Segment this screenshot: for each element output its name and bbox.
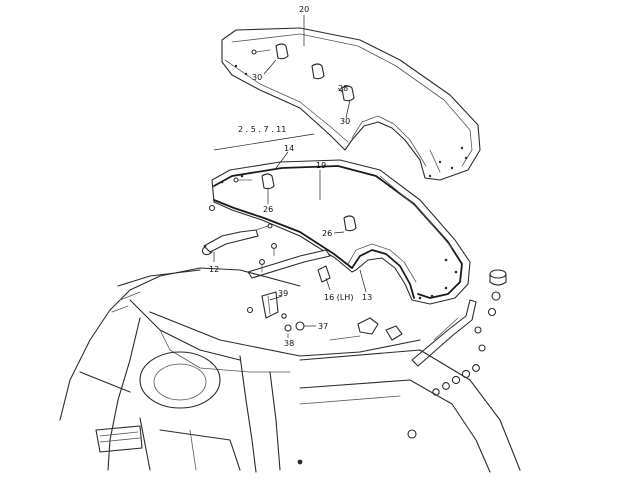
fastener-hardware	[246, 291, 480, 396]
callout-20: 20	[299, 5, 309, 14]
callout-30-top: 30	[252, 73, 262, 82]
callout-2-5-7-11: 2 . 5 . 7 . 11	[238, 125, 286, 134]
callout-leader-lines	[213, 15, 367, 338]
hinge-rail	[247, 243, 331, 279]
hood-cover-part-20	[221, 27, 481, 181]
callout-labels: 20 30 28 30 2 . 5 . 7 . 11 14 19 26 26 1…	[209, 5, 372, 348]
callout-12: 12	[209, 265, 219, 274]
callout-16-lh: 16 (LH)	[324, 293, 353, 302]
callout-28: 28	[338, 84, 348, 93]
callout-37: 37	[318, 322, 328, 331]
hood-handle-part-12	[201, 223, 273, 256]
callout-38: 38	[284, 339, 294, 348]
callout-30-right: 30	[340, 117, 350, 126]
callout-13: 13	[362, 293, 372, 302]
callout-14: 14	[284, 144, 294, 153]
car-body-outline	[59, 267, 521, 473]
callout-39: 39	[278, 289, 288, 298]
callout-26-right: 26	[322, 229, 332, 238]
callout-26-left: 26	[263, 205, 273, 214]
callout-19: 19	[316, 161, 326, 170]
